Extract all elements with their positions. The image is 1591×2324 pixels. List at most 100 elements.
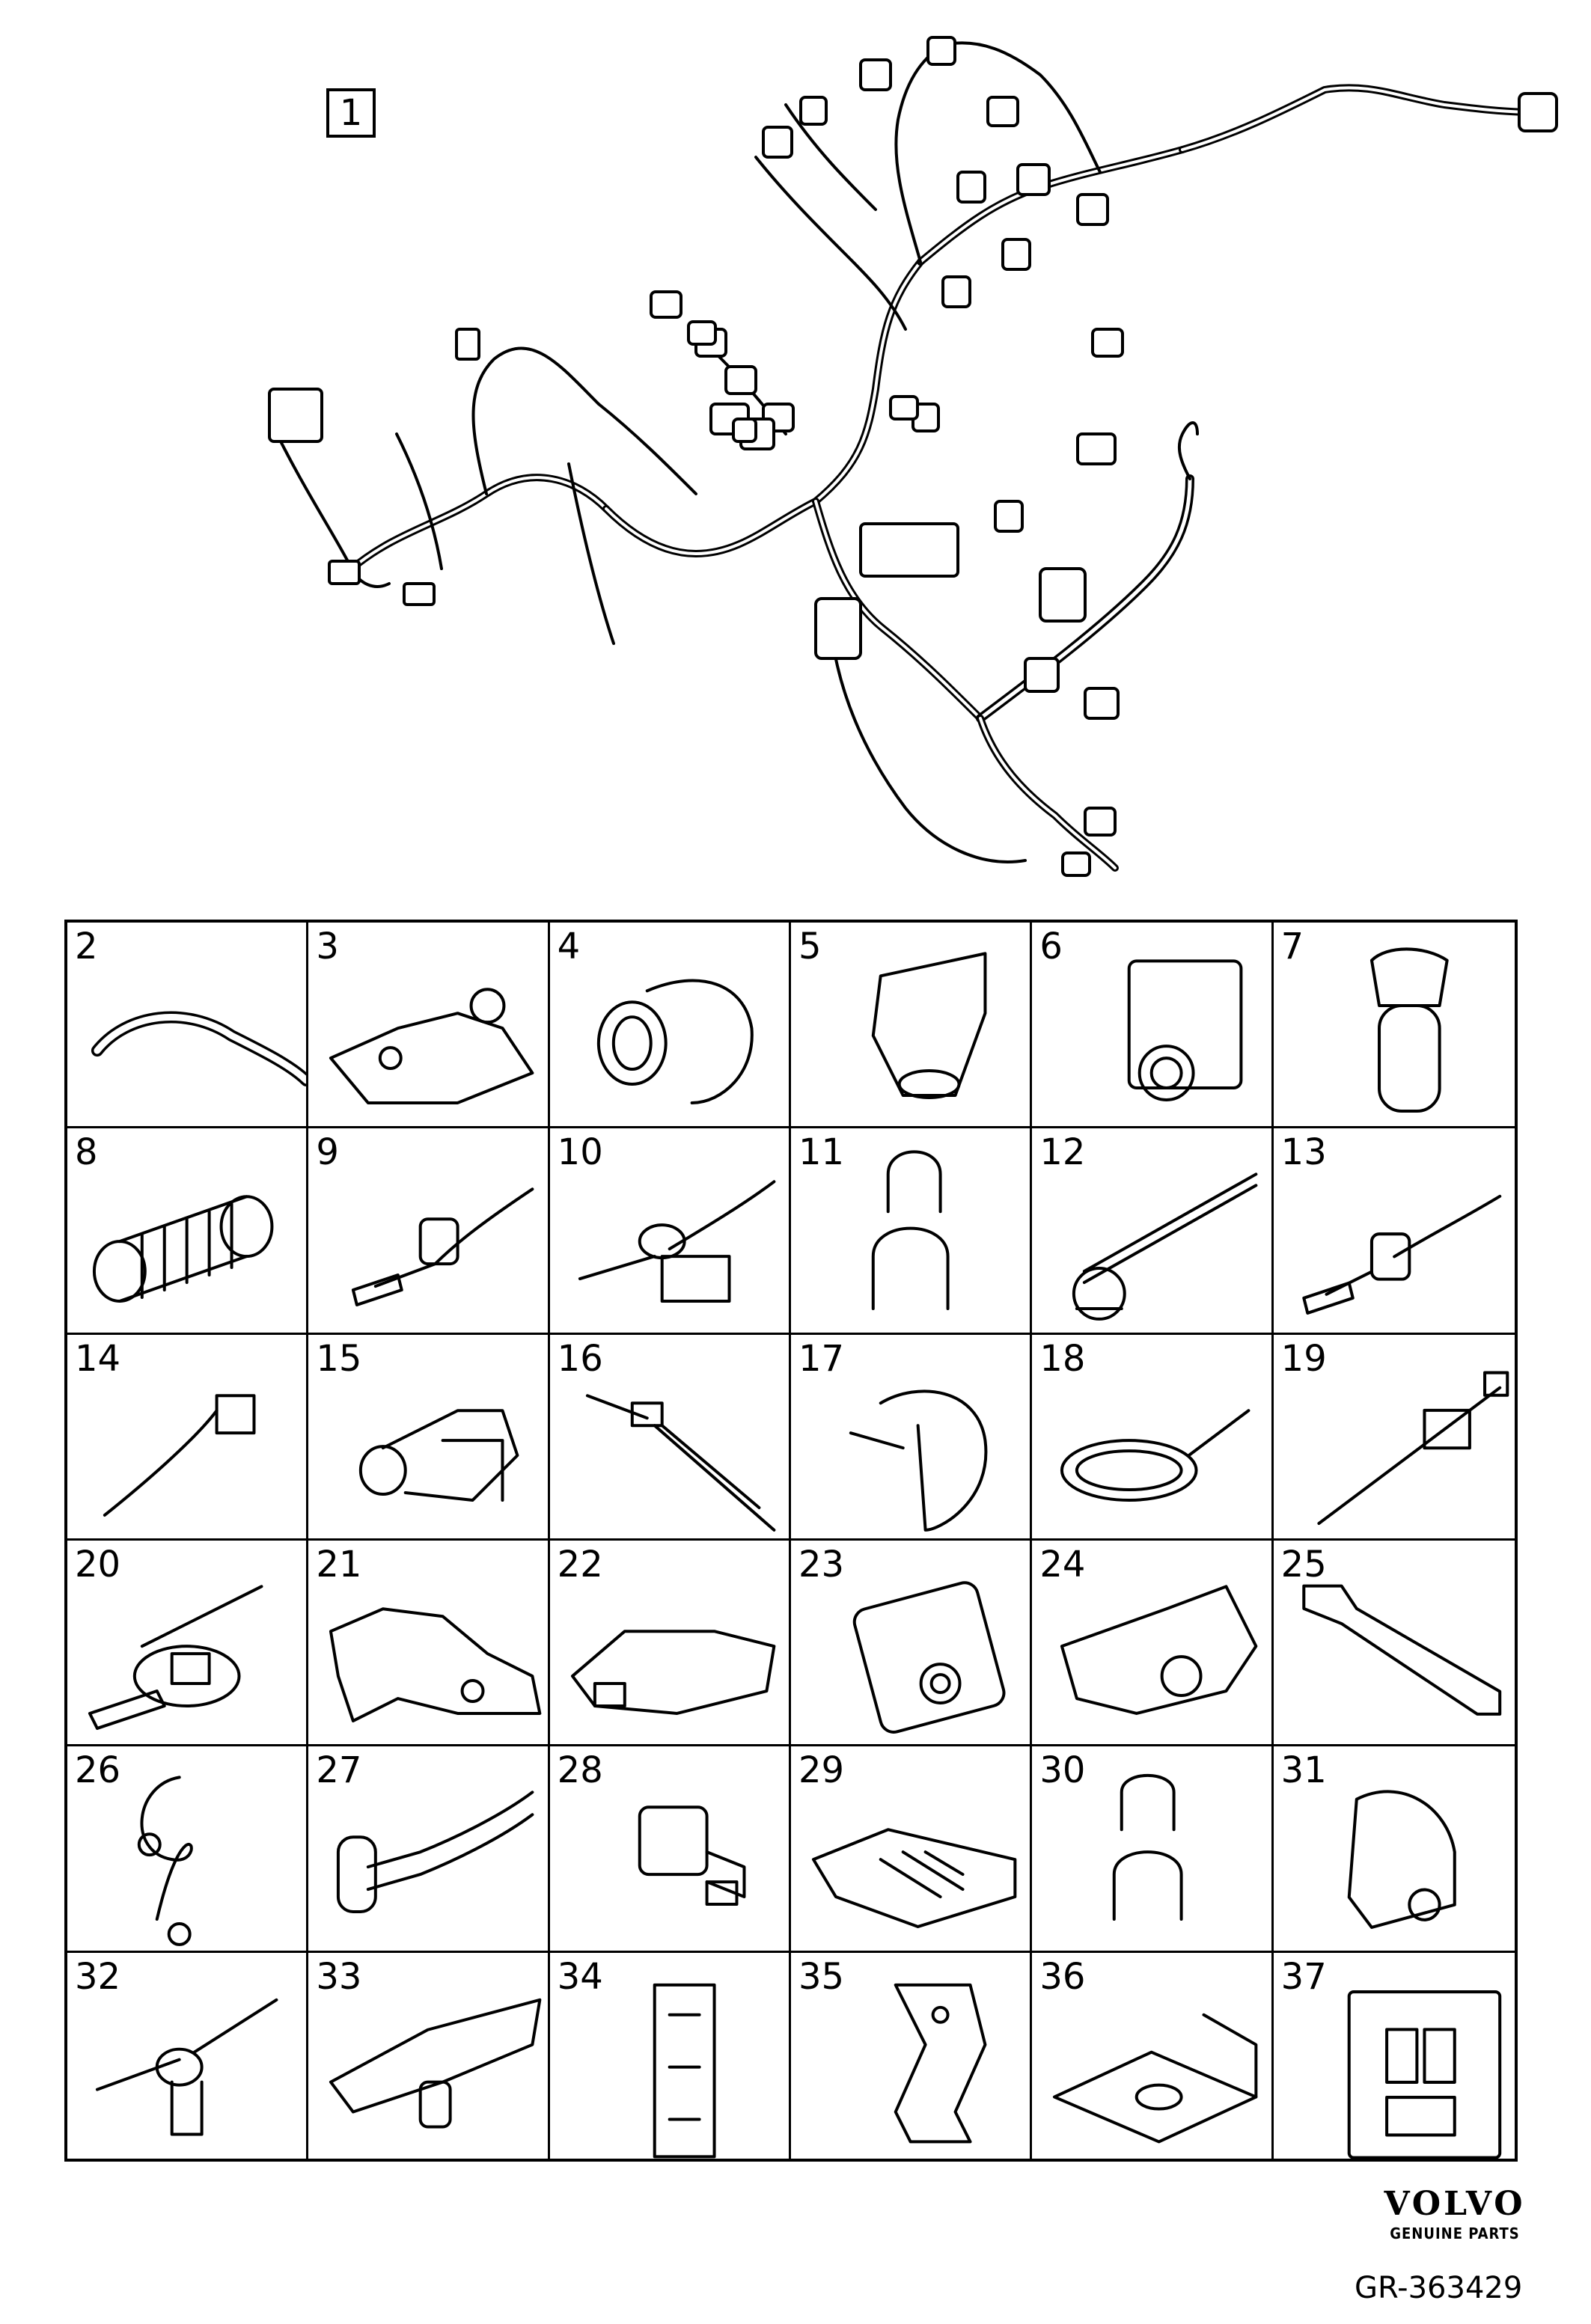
bracket-icon: [329, 1607, 542, 1722]
cable-tie-disc-icon: [88, 1585, 263, 1730]
part-cell-17: 17: [791, 1334, 1033, 1541]
main-part-label: 1: [326, 88, 376, 138]
part-cell-15: 15: [308, 1334, 550, 1541]
part-number: 32: [75, 1955, 121, 1998]
part-cell-19: 19: [1273, 1335, 1515, 1541]
grommet-icon: [596, 979, 754, 1104]
part-cell-4: 4: [549, 923, 791, 1129]
part-number: 18: [1039, 1337, 1086, 1380]
clip-holder-icon: [638, 1805, 746, 1906]
part-cell-12: 12: [1032, 1128, 1274, 1335]
mounting-bracket-icon: [894, 1983, 987, 2144]
part-number: 30: [1039, 1749, 1086, 1792]
part-cell-3: 3: [308, 923, 550, 1129]
part-number: 22: [557, 1544, 603, 1585]
cable-tie-tube-icon: [337, 1791, 534, 1914]
cable-tie-clip-icon: [352, 1187, 534, 1307]
part-cell-8: 8: [67, 1128, 309, 1335]
part-number: 2: [75, 926, 98, 967]
connector-housing-icon: [1347, 1790, 1456, 1930]
part-cell-10: 10: [549, 1128, 791, 1335]
part-number: 17: [798, 1337, 845, 1380]
part-cell-20: 20: [67, 1541, 309, 1747]
strap-icon: [1301, 1584, 1501, 1716]
square-grommet-icon: [1128, 959, 1243, 1101]
volvo-logo: VOLVO: [1384, 2185, 1526, 2223]
part-number: 11: [798, 1131, 845, 1174]
cover-icon: [871, 952, 987, 1099]
part-number: 23: [798, 1544, 845, 1585]
part-cell-5: 5: [791, 923, 1033, 1129]
part-cell-31: 31: [1273, 1746, 1515, 1953]
cable-tie-clip-icon: [1301, 1195, 1501, 1315]
part-cell-21: 21: [308, 1541, 550, 1747]
part-cell-13: 13: [1273, 1128, 1515, 1335]
part-cell-14: 14: [67, 1334, 309, 1541]
part-number: 20: [75, 1544, 121, 1585]
part-number: 29: [798, 1749, 845, 1792]
cable-tie-loop-icon: [1060, 1408, 1250, 1502]
plate-bracket-icon: [811, 1828, 1017, 1929]
part-cell-36: 36: [1032, 1952, 1274, 2159]
brand: VOLVO GENUINE PARTS: [1365, 2185, 1545, 2242]
part-number: 9: [316, 1131, 339, 1174]
connector-cover-icon: [1060, 1585, 1258, 1715]
connector-housing-icon: [852, 1581, 1006, 1734]
drawing-id: GR-363429: [1355, 2271, 1523, 2305]
cable-channel-icon: [329, 1998, 542, 2129]
retaining-loop-icon: [137, 1776, 193, 1947]
part-cell-33: 33: [308, 1952, 550, 2159]
cable-tie-stud-icon: [95, 1998, 278, 2136]
part-cell-26: 26: [67, 1746, 309, 1953]
holder-icon: [359, 1408, 519, 1502]
part-number: 6: [1039, 926, 1063, 967]
part-number: 16: [557, 1337, 603, 1380]
cable-tie-anchor-icon: [1317, 1371, 1509, 1525]
part-number: 8: [75, 1131, 98, 1174]
part-number: 31: [1280, 1749, 1327, 1792]
cable-guide-icon: [570, 1630, 776, 1715]
part-cell-11: 11: [791, 1128, 1033, 1335]
part-cell-30: 30: [1032, 1746, 1274, 1953]
part-cell-34: 34: [550, 1952, 791, 2159]
long-bracket-icon: [653, 1983, 716, 2159]
part-number: 35: [798, 1955, 845, 1998]
cable-tie-mount-icon: [578, 1180, 776, 1303]
double-clip-icon: [871, 1150, 950, 1311]
part-number: 12: [1039, 1131, 1086, 1174]
part-cell-2: 2: [67, 923, 309, 1129]
brand-tagline: GENUINE PARTS: [1390, 2224, 1520, 2242]
wiring-harness-illustration: [268, 36, 1558, 877]
part-cell-28: 28: [549, 1746, 791, 1953]
part-number: 21: [316, 1544, 362, 1585]
relay-plate-icon: [1347, 1990, 1501, 2159]
part-cell-29: 29: [791, 1746, 1033, 1953]
part-cell-16: 16: [549, 1334, 791, 1541]
part-cell-23: 23: [791, 1541, 1033, 1747]
convoluted-tube-icon: [92, 1195, 274, 1303]
part-number: 25: [1280, 1544, 1327, 1585]
double-clip-icon: [1113, 1774, 1183, 1921]
part-cell-22: 22: [549, 1541, 791, 1747]
part-number: 26: [75, 1749, 121, 1792]
part-cell-37: 37: [1274, 1953, 1515, 2159]
bracket-icon: [329, 988, 534, 1104]
connector-boot-icon: [1369, 947, 1449, 1113]
part-cell-35: 35: [791, 1952, 1033, 2159]
part-number: 14: [75, 1337, 121, 1380]
part-number: 33: [316, 1955, 362, 1998]
part-number: 28: [557, 1749, 603, 1792]
part-number: 24: [1039, 1544, 1086, 1585]
part-cell-25: 25: [1273, 1541, 1515, 1747]
part-number: 13: [1280, 1131, 1327, 1174]
part-number: 34: [557, 1955, 603, 1998]
cable-tie-icon: [1072, 1172, 1258, 1321]
part-number: 10: [557, 1131, 603, 1174]
part-cell-9: 9: [308, 1128, 550, 1335]
angle-bracket-icon: [1053, 2013, 1258, 2144]
part-cell-6: 6: [1032, 923, 1274, 1129]
part-number: 36: [1039, 1955, 1086, 1998]
part-cell-7: 7: [1273, 923, 1515, 1129]
part-number: 15: [316, 1337, 362, 1380]
part-number: 37: [1280, 1955, 1327, 1998]
